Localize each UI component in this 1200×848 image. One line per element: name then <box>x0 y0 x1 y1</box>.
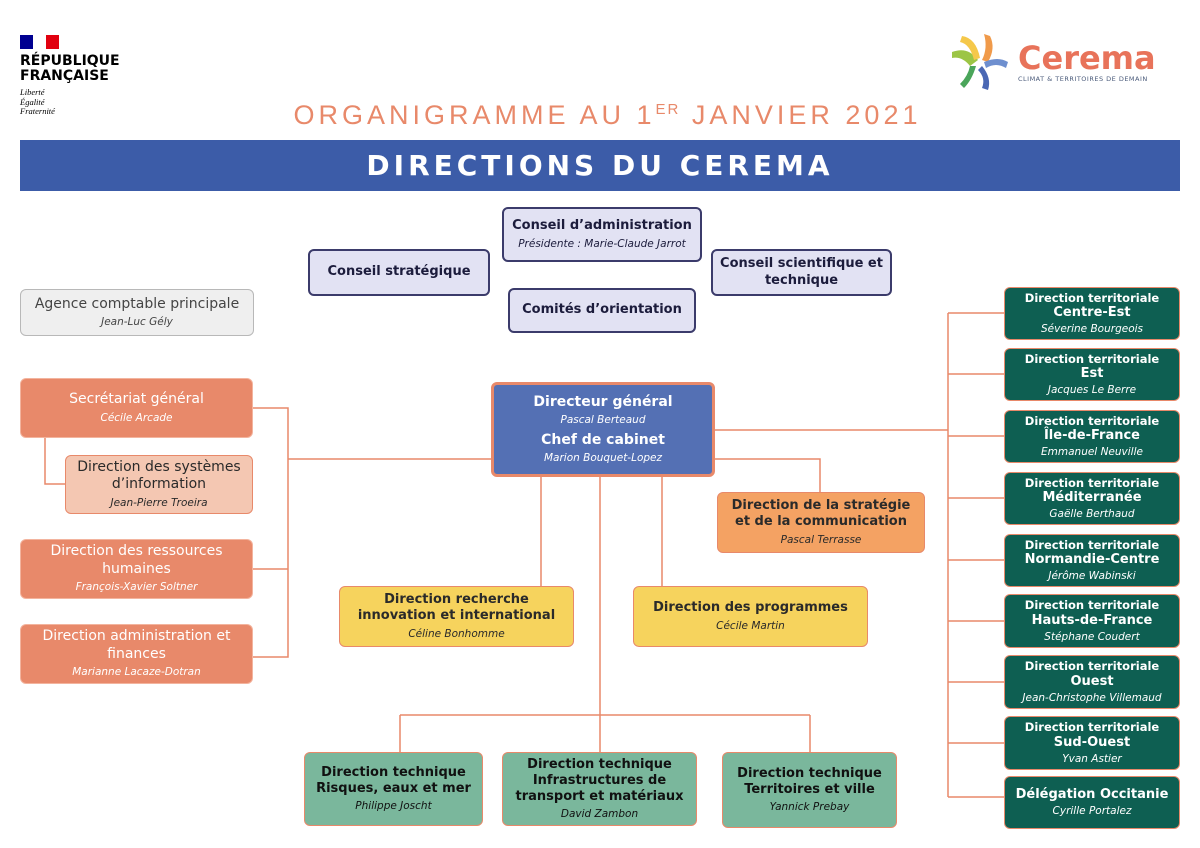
flag-icon <box>20 35 59 49</box>
box-person: David Zambon <box>560 808 639 821</box>
box-title: Direction technique Risques, eaux et mer <box>316 764 471 796</box>
box-title: Conseil d’administration <box>512 218 692 234</box>
box-title: Conseil scientifique et technique <box>720 256 883 288</box>
box-kicker: Direction territoriale <box>1024 413 1160 428</box>
motto-fraternite: Fraternité <box>20 106 55 116</box>
republique-francaise-logo: RÉPUBLIQUE FRANÇAISE Liberté Égalité Fra… <box>20 35 120 117</box>
box-kicker: Direction territoriale <box>1024 598 1160 613</box>
box-kicker: Direction territoriale <box>1024 351 1160 366</box>
box-title: Conseil stratégique <box>327 264 471 280</box>
box-person: Céline Bonhomme <box>408 627 505 640</box>
box-title: Direction administration et finances <box>42 628 231 662</box>
box-title: Délégation Occitanie <box>1015 786 1169 802</box>
box-person: Yannick Prebay <box>769 801 850 814</box>
box-title: Comités d’orientation <box>522 302 682 318</box>
box-person-2: Marion Bouquet-Lopez <box>543 452 663 464</box>
cerema-name: Cerema <box>1018 39 1156 77</box>
box-title: Sud-Ouest <box>1053 734 1131 750</box>
box-person: Philippe Joscht <box>355 800 432 813</box>
box-person: Jérôme Wabinski <box>1048 570 1136 583</box>
cerema-logo: Cerema CLIMAT & TERRITOIRES DE DEMAIN <box>948 30 1156 94</box>
org-box-cst: Conseil scientifique et technique <box>711 249 892 296</box>
org-box-cs: Conseil stratégique <box>308 249 490 296</box>
box-title: Normandie-Centre <box>1024 552 1160 567</box>
box-title: Agence comptable principale <box>34 295 240 312</box>
box-kicker: Direction territoriale <box>1024 537 1160 552</box>
org-box-co: Comités d’orientation <box>508 288 696 333</box>
box-title: Centre-Est <box>1053 305 1131 320</box>
org-box-dtr: Direction technique Risques, eaux et mer… <box>304 752 483 826</box>
box-title: Secrétariat général <box>69 391 204 408</box>
box-title: Direction recherche innovation et intern… <box>357 592 556 624</box>
org-box-dti: Direction technique Infrastructures de t… <box>502 752 697 826</box>
box-title: Direction des programmes <box>653 600 848 616</box>
org-box-dri: Direction recherche innovation et intern… <box>339 586 574 647</box>
box-person: Présidente : Marie-Claude Jarrot <box>518 237 686 250</box>
box-title: Hauts-de-France <box>1031 612 1153 628</box>
box-person: Gaëlle Berthaud <box>1049 508 1135 521</box>
box-person: Cyrille Portalez <box>1052 805 1132 818</box>
rf-line2: FRANÇAISE <box>20 68 109 84</box>
box-person: François-Xavier Soltner <box>75 581 198 594</box>
box-person: Séverine Bourgeois <box>1040 323 1144 336</box>
box-person: Pascal Terrasse <box>780 533 862 546</box>
org-box-dsc: Direction de la stratégie et de la commu… <box>717 492 925 553</box>
box-person: Emmanuel Neuville <box>1041 446 1143 459</box>
box-person: Cécile Martin <box>716 619 785 632</box>
box-kicker: Direction territoriale <box>1024 475 1160 490</box>
box-kicker: Direction territoriale <box>1024 720 1160 735</box>
box-title: Directeur général <box>533 393 673 410</box>
box-person: Jean-Christophe Villemaud <box>1022 691 1162 704</box>
rf-line1: RÉPUBLIQUE <box>20 53 120 69</box>
box-title: Méditerranée <box>1042 490 1142 505</box>
box-title-2: Chef de cabinet <box>541 431 665 448</box>
motto-egalite: Égalité <box>20 96 45 107</box>
box-person: Jacques Le Berre <box>1047 384 1137 397</box>
box-person: Jean-Pierre Troeira <box>110 496 208 509</box>
box-title: Ouest <box>1070 673 1114 689</box>
section-band: DIRECTIONS DU CEREMA <box>20 140 1180 191</box>
box-title: Direction des systèmes d’information <box>77 458 241 493</box>
cerema-star-icon <box>952 34 1008 90</box>
box-title: Direction de la stratégie et de la commu… <box>731 498 911 530</box>
motto-liberte: Liberté <box>20 87 45 97</box>
box-title: Direction des ressources humaines <box>50 543 223 577</box>
box-person: Cécile Arcade <box>100 411 173 424</box>
box-person: Yvan Astier <box>1062 752 1122 765</box>
page-title: ORGANIGRAMME AU 1ER JANVIER 2021 <box>293 100 922 130</box>
box-kicker: Direction territoriale <box>1024 290 1160 305</box>
box-person: Marianne Lacaze-Dotran <box>72 666 201 679</box>
box-title: Direction technique Infrastructures de t… <box>515 756 684 805</box>
box-title: Île-de-France <box>1043 428 1141 443</box>
box-person: Pascal Berteaud <box>560 414 646 427</box>
box-person: Stéphane Coudert <box>1044 630 1140 643</box>
box-title: Est <box>1080 366 1104 381</box>
cerema-tagline: CLIMAT & TERRITOIRES DE DEMAIN <box>1018 75 1148 83</box>
box-kicker: Direction territoriale <box>1024 659 1160 674</box>
org-box-dtt: Direction technique Territoires et ville… <box>722 752 897 828</box>
box-title: Direction technique Territoires et ville <box>737 765 882 797</box>
box-person: Jean-Luc Gély <box>101 316 173 329</box>
